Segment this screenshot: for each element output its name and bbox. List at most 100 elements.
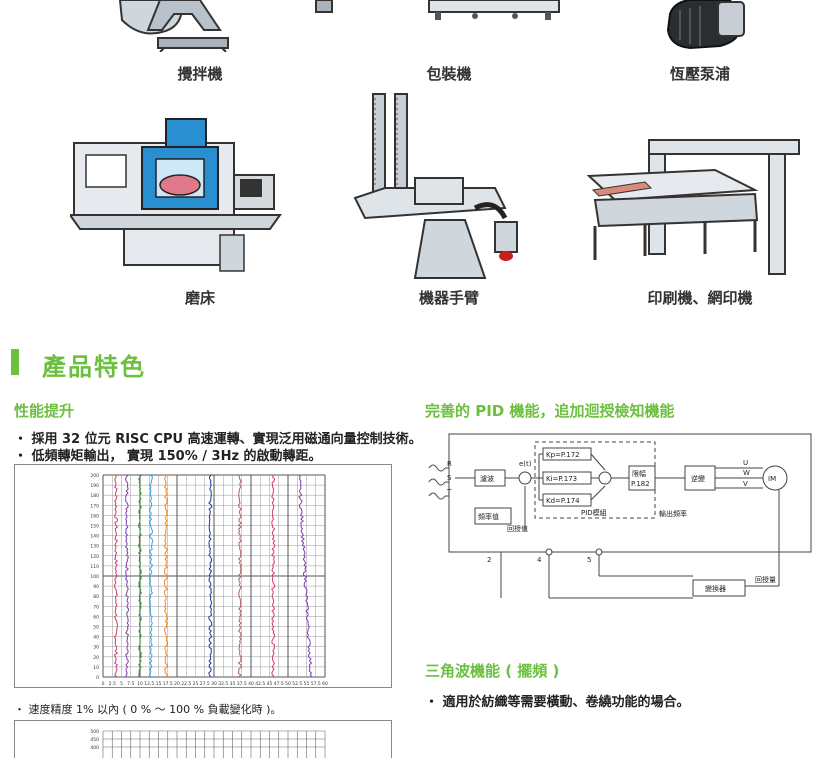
pid-diagram: R S T 濾波 頻率值 回授值 e(t) Kp=P.172 Ki=P.173 … xyxy=(428,433,812,599)
x-tick-label: 40 xyxy=(248,681,254,687)
robot-arm-image xyxy=(353,93,518,279)
speed-series-line xyxy=(237,474,243,678)
y-tick-label: 160 xyxy=(90,513,99,519)
triangle-bullet: ・ 適用於紡織等需要橫動、卷繞功能的場合。 xyxy=(425,695,690,710)
packaging-image xyxy=(428,0,560,20)
x-tick-label: 42.5 xyxy=(255,681,265,687)
x-tick-label: 35 xyxy=(230,681,236,687)
pump-image xyxy=(666,0,745,50)
speed-series-line xyxy=(298,474,313,678)
y-tick-label: 10 xyxy=(93,665,99,671)
feedback-value-label: 回授值 xyxy=(507,524,528,533)
y-tick-label: 80 xyxy=(93,594,99,600)
y-tick-label: 110 xyxy=(90,564,99,570)
grinder-caption: 磨床 xyxy=(184,289,215,307)
y-tick-label: 180 xyxy=(90,493,99,499)
x-tick-label: 0 xyxy=(102,681,105,687)
mixer-caption: 攪拌機 xyxy=(177,65,223,83)
y-tick-label: 200 xyxy=(90,473,99,479)
y-tick-label: 170 xyxy=(90,503,99,509)
limit-param-label: P.182 xyxy=(631,480,650,488)
x-tick-label: 20 xyxy=(174,681,180,687)
output-v: V xyxy=(743,480,748,488)
y-tick-label: 140 xyxy=(90,534,99,540)
speed-series-line xyxy=(148,474,154,678)
input-r: R xyxy=(447,460,452,468)
speed-series-line xyxy=(208,474,213,678)
terminal-2: 2 xyxy=(487,556,491,564)
pid-module-label: PID模組 xyxy=(581,508,607,517)
speed-series-line xyxy=(113,474,119,678)
packaging-caption: 包裝機 xyxy=(426,65,472,83)
printer-image xyxy=(586,139,800,275)
pump-caption: 恆壓泵浦 xyxy=(669,65,730,83)
filter-label: 濾波 xyxy=(480,474,494,483)
terminal-4: 4 xyxy=(537,556,542,564)
x-tick-label: 27.5 xyxy=(200,681,210,687)
x-tick-label: 7.5 xyxy=(127,681,134,687)
printer-caption: 印刷機、網印機 xyxy=(647,289,753,307)
kp-label: Kp=P.172 xyxy=(546,451,580,459)
speed-accuracy-note: ・ 速度精度 1% 以內 ( 0 % ～ 100 % 負載變化時 )。 xyxy=(14,703,282,716)
x-tick-label: 57.5 xyxy=(311,681,321,687)
speed-series-line xyxy=(271,474,276,678)
y-tick-label: 400 xyxy=(90,745,99,751)
y-tick-label: 150 xyxy=(90,524,99,530)
x-tick-label: 22.5 xyxy=(181,681,191,687)
y-tick-label: 50 xyxy=(93,625,99,631)
x-tick-label: 47.5 xyxy=(274,681,284,687)
ki-label: Ki=P.173 xyxy=(546,475,577,483)
y-tick-label: 90 xyxy=(93,584,99,590)
y-tick-label: 120 xyxy=(90,554,99,560)
terminal-5: 5 xyxy=(587,556,591,564)
triangle-heading: 三角波機能 ( 擺頻 ) xyxy=(425,662,560,680)
robot-arm-caption: 機器手臂 xyxy=(418,289,479,307)
x-tick-label: 45 xyxy=(267,681,273,687)
x-tick-label: 52.5 xyxy=(292,681,302,687)
y-tick-label: 0 xyxy=(96,675,99,681)
y-tick-label: 100 xyxy=(90,574,99,580)
motor-label: IM xyxy=(768,475,776,483)
y-tick-label: 500 xyxy=(90,729,99,735)
output-w: W xyxy=(743,469,750,477)
y-tick-label: 30 xyxy=(93,645,99,651)
limit-label: 限幅 xyxy=(632,469,646,478)
transmitter-label: 變換器 xyxy=(705,584,726,593)
input-s: S xyxy=(447,474,452,482)
kd-label: Kd=P.174 xyxy=(546,497,580,505)
output-u: U xyxy=(743,459,748,467)
performance-bullet-1: ・ 採用 32 位元 RISC CPU 高速運轉、實現泛用磁通向量控制技術。 xyxy=(14,432,422,447)
mixer-image xyxy=(118,0,229,52)
x-tick-label: 12.5 xyxy=(144,681,154,687)
section-bar xyxy=(11,349,19,375)
x-tick-label: 25 xyxy=(193,681,199,687)
y-tick-label: 190 xyxy=(90,483,99,489)
input-t: T xyxy=(446,488,452,496)
speed-series-line xyxy=(124,474,130,678)
y-tick-label: 450 xyxy=(90,737,99,743)
x-tick-label: 50 xyxy=(285,681,291,687)
x-tick-label: 60 xyxy=(322,681,328,687)
y-tick-label: 20 xyxy=(93,655,99,661)
lower-chart: 500 450 400 xyxy=(14,720,392,758)
output-freq-label: 輸出頻率 xyxy=(659,509,687,518)
x-tick-label: 10 xyxy=(137,681,143,687)
x-tick-label: 15 xyxy=(156,681,162,687)
y-tick-label: 60 xyxy=(93,614,99,620)
x-tick-label: 17.5 xyxy=(163,681,173,687)
y-tick-label: 40 xyxy=(93,635,99,641)
section-title: 產品特色 xyxy=(42,353,146,381)
x-tick-label: 30 xyxy=(211,681,217,687)
x-tick-label: 5 xyxy=(120,681,123,687)
packaging-part-image xyxy=(315,0,333,13)
performance-bullet-2: ・ 低頻轉矩輸出， 實現 150% / 3Hz 的啟動轉距。 xyxy=(14,449,322,464)
error-label: e(t) xyxy=(519,460,532,468)
speed-chart: 2001901801701601501401301201101009080706… xyxy=(14,464,392,688)
x-tick-label: 2.5 xyxy=(109,681,116,687)
y-tick-label: 130 xyxy=(90,544,99,550)
grinder-image xyxy=(70,118,282,272)
x-tick-label: 32.5 xyxy=(218,681,228,687)
speed-series-line xyxy=(163,474,169,678)
pid-heading: 完善的 PID 機能，追加迴授檢知機能 xyxy=(425,402,675,420)
x-tick-label: 37.5 xyxy=(237,681,247,687)
